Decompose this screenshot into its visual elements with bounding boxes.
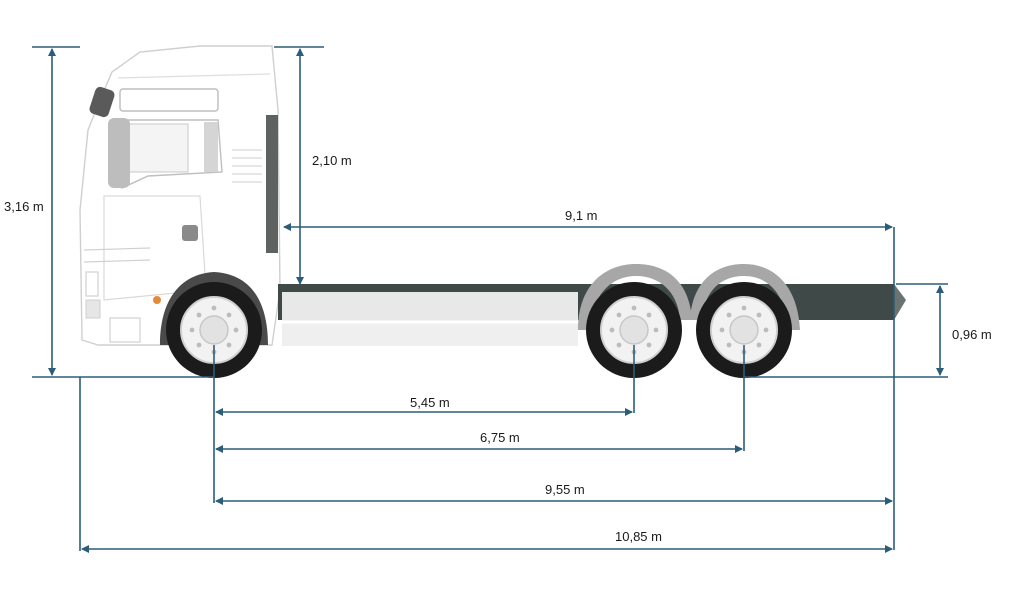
overall-length-label: 10,85 m (615, 529, 662, 544)
dimension-wheelbase-2: 6,75 m (215, 430, 743, 453)
truck-cab (79, 45, 281, 346)
cab-height-label: 2,10 m (312, 153, 352, 168)
rear-wheel-2 (696, 282, 792, 378)
frame-height-label: 0,96 m (952, 327, 992, 342)
dimension-wheelbase-1: 5,45 m (215, 395, 633, 416)
dimension-frame-length: 9,1 m (283, 208, 893, 231)
rear-wheel-1 (586, 282, 682, 378)
dimension-overall-height: 3,16 m (4, 46, 214, 378)
front-wheel (166, 282, 262, 378)
dimension-overall-length: 10,85 m (81, 529, 893, 553)
extension-lines (79, 227, 895, 551)
rear-fenders (578, 264, 800, 330)
dimension-front-axle-to-end: 9,55 m (215, 482, 893, 505)
wheelbase-1-label: 5,45 m (410, 395, 450, 410)
dimension-cab-height: 2,10 m (274, 46, 352, 285)
wheelbase-2-label: 6,75 m (480, 430, 520, 445)
frame-length-label: 9,1 m (565, 208, 598, 223)
front-axle-to-end-label: 9,55 m (545, 482, 585, 497)
overall-height-label: 3,16 m (4, 199, 44, 214)
truck-illustration (79, 45, 906, 378)
dimension-frame-height: 0,96 m (744, 283, 992, 378)
